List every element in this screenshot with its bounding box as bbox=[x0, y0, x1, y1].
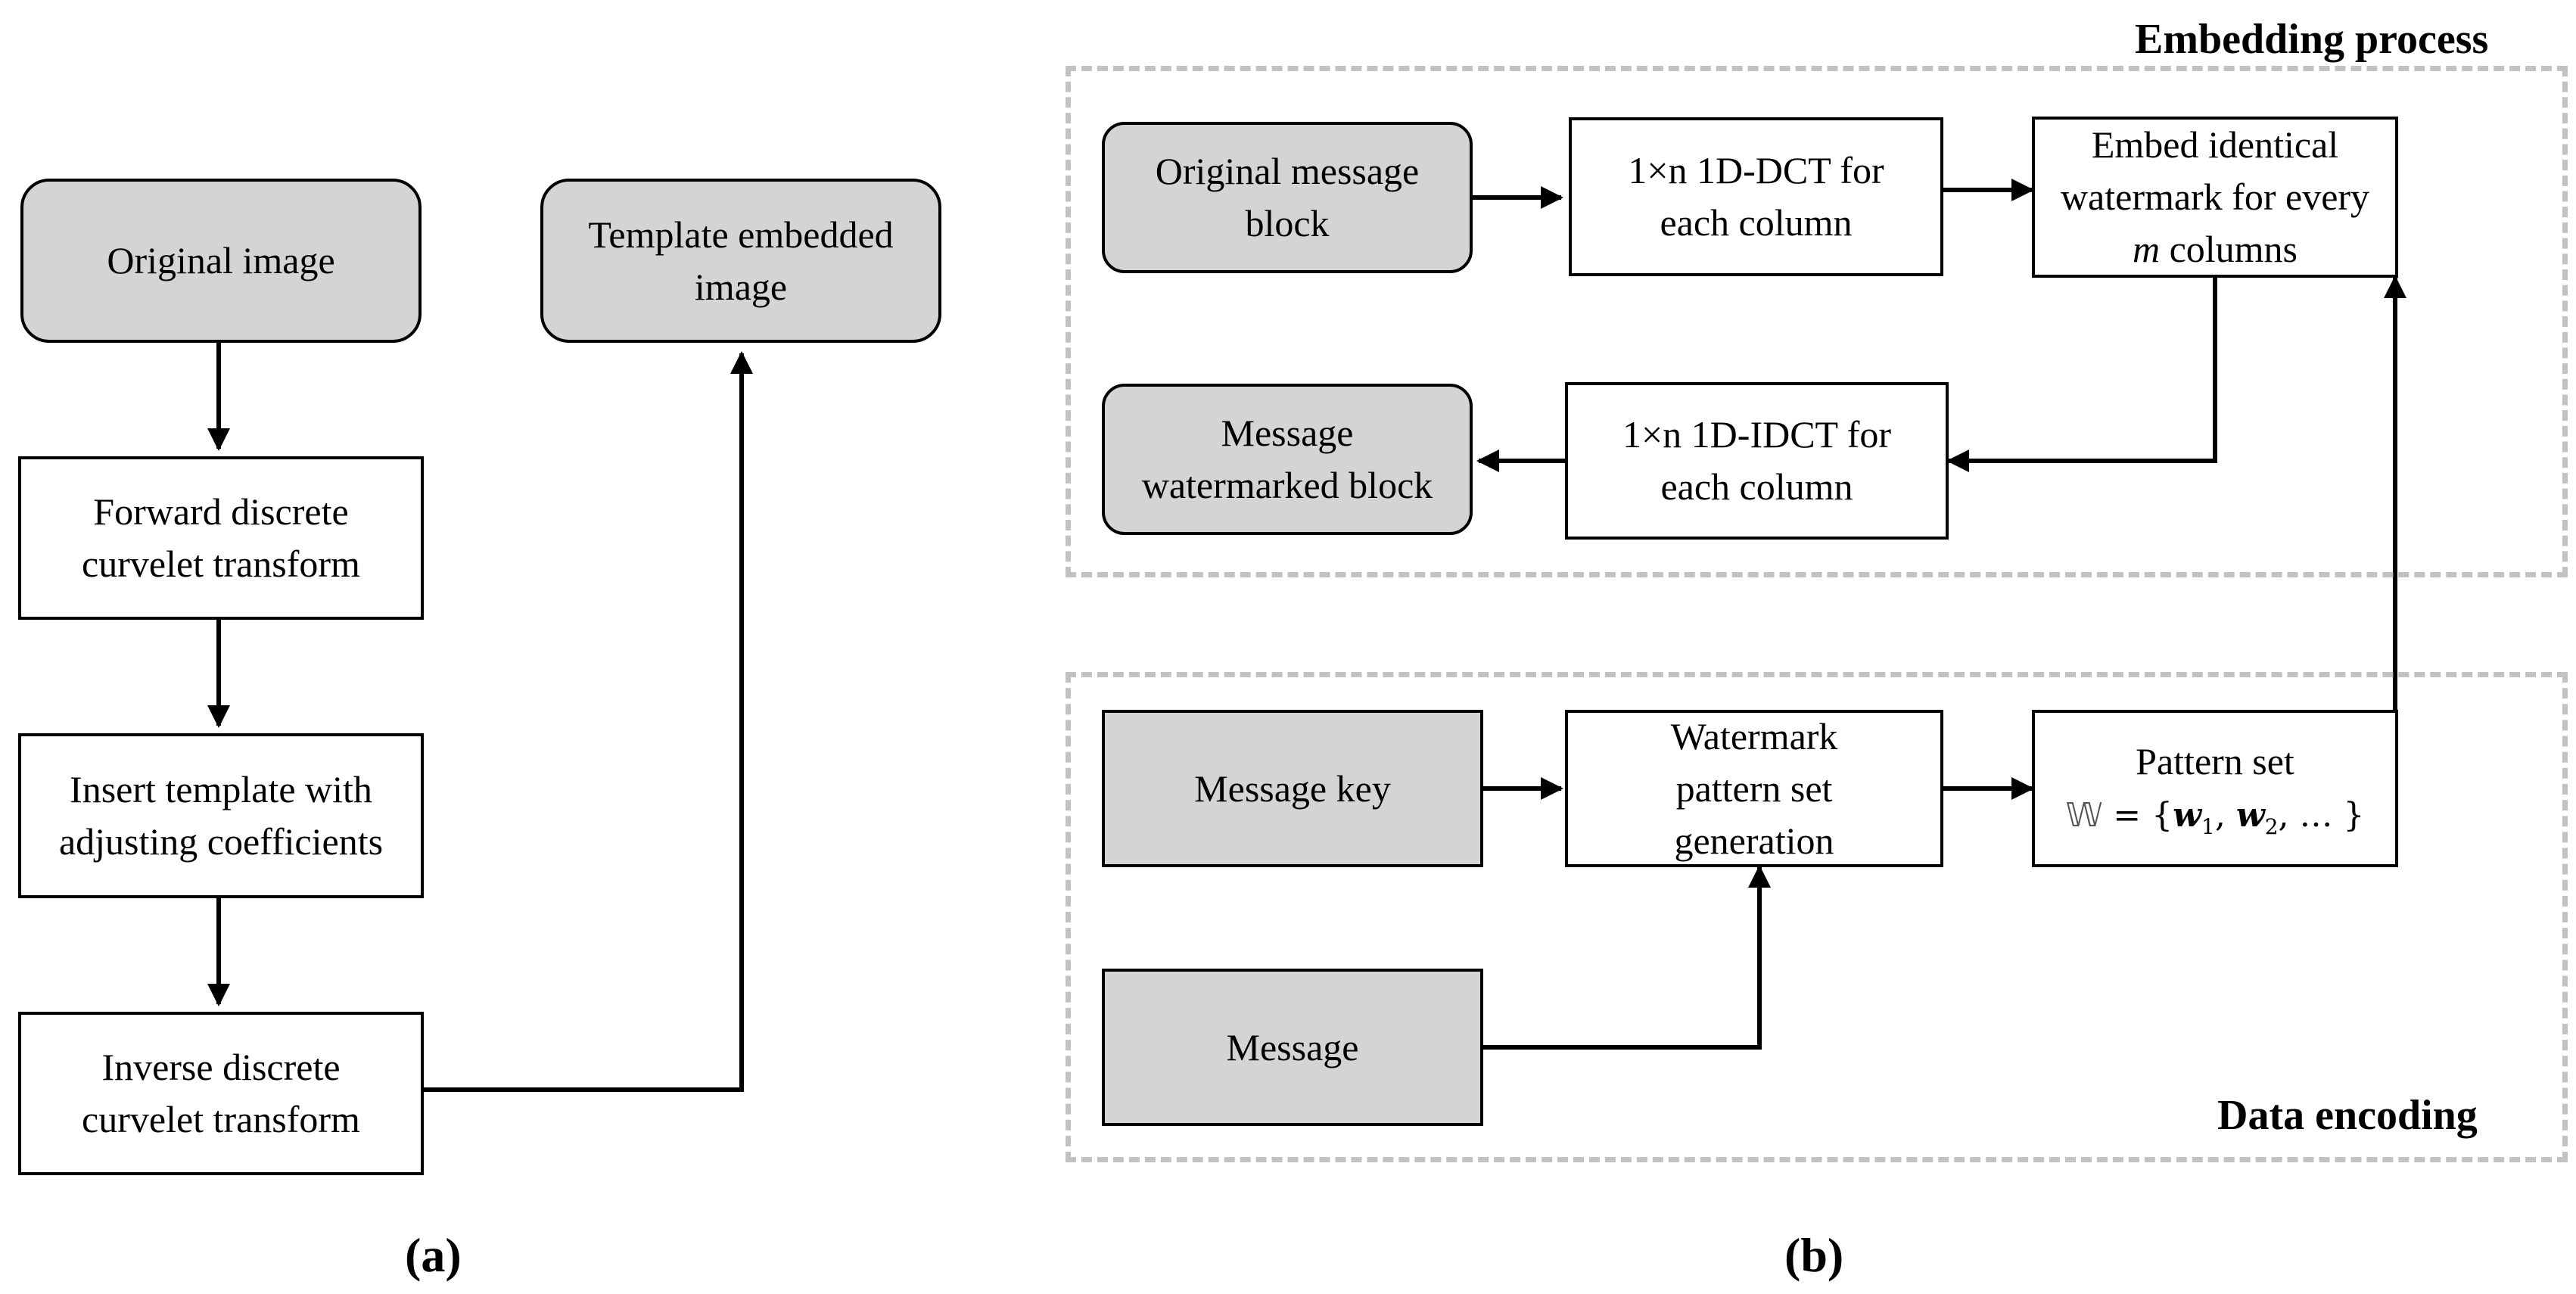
pattern-set-content: Pattern set 𝕎 = {w1, w2, … } bbox=[2066, 736, 2365, 841]
data-encoding-title: Data encoding bbox=[2217, 1092, 2478, 1139]
forward-transform-label: Forward discrete curvelet transform bbox=[82, 490, 360, 585]
pattern-set-label: Pattern set bbox=[2136, 739, 2294, 782]
embedding-process-group bbox=[1066, 66, 2568, 577]
embed-identical-label: Embed identical watermark for every m col… bbox=[2050, 119, 2380, 275]
dct-label: 1×n 1D-DCT for each column bbox=[1628, 149, 1884, 244]
message-node: Message bbox=[1102, 969, 1483, 1126]
pattern-set-equals: = { bbox=[2113, 795, 2173, 835]
message-key-label: Message key bbox=[1194, 767, 1391, 810]
pattern-set-sep: , bbox=[2214, 795, 2226, 835]
pattern-set-w2: w bbox=[2235, 795, 2265, 835]
pattern-set-w1: w bbox=[2173, 795, 2201, 835]
original-image-node: Original image bbox=[20, 179, 422, 343]
message-watermarked-block-node: Message watermarked block bbox=[1102, 384, 1473, 535]
original-image-label: Original image bbox=[107, 239, 335, 282]
pattern-set-symbol: 𝕎 bbox=[2065, 795, 2103, 835]
embed-identical-line1: Embed identical watermark for every bbox=[2060, 123, 2370, 218]
insert-template-node: Insert template with adjusting coefficie… bbox=[18, 733, 424, 898]
dct-node: 1×n 1D-DCT for each column bbox=[1569, 117, 1943, 276]
pattern-set-tail: , … } bbox=[2278, 795, 2365, 835]
embedding-process-title: Embedding process bbox=[2135, 16, 2489, 63]
template-embedded-image-node: Template embedded image bbox=[540, 179, 941, 343]
data-encoding-group bbox=[1066, 672, 2568, 1162]
pattern-set-formula: 𝕎 = {w1, w2, … } bbox=[2065, 795, 2365, 839]
pattern-generation-node: Watermark pattern set generation bbox=[1565, 710, 1943, 867]
pattern-set-w1-sub: 1 bbox=[2201, 813, 2215, 839]
original-message-block-node: Original message block bbox=[1102, 122, 1473, 273]
message-watermarked-block-label: Message watermarked block bbox=[1141, 412, 1433, 506]
pattern-generation-label: Watermark pattern set generation bbox=[1670, 714, 1838, 862]
pattern-set-w2-sub: 2 bbox=[2264, 813, 2279, 839]
arrow-embed-to-idct bbox=[1946, 278, 2217, 472]
arrow-inverse-to-embedded bbox=[424, 351, 753, 1092]
insert-template-label: Insert template with adjusting coefficie… bbox=[58, 768, 384, 863]
pattern-set-node: Pattern set 𝕎 = {w1, w2, … } bbox=[2032, 710, 2398, 867]
inverse-transform-label: Inverse discrete curvelet transform bbox=[82, 1046, 360, 1140]
panel-a-caption: (a) bbox=[405, 1228, 462, 1282]
forward-transform-node: Forward discrete curvelet transform bbox=[18, 456, 424, 620]
message-key-node: Message key bbox=[1102, 710, 1483, 867]
panel-b-caption: (b) bbox=[1784, 1228, 1844, 1282]
template-embedded-image-label: Template embedded image bbox=[588, 213, 894, 308]
original-message-block-label: Original message block bbox=[1155, 150, 1420, 244]
arrow-message-to-generation bbox=[1483, 865, 1771, 1050]
idct-label: 1×n 1D-IDCT for each column bbox=[1622, 413, 1891, 508]
idct-node: 1×n 1D-IDCT for each column bbox=[1565, 382, 1949, 540]
embed-identical-line2: columns bbox=[2169, 228, 2298, 270]
message-label: Message bbox=[1226, 1025, 1359, 1068]
embed-identical-node: Embed identical watermark for every m col… bbox=[2032, 117, 2398, 278]
embed-identical-m: m bbox=[2132, 228, 2161, 270]
inverse-transform-node: Inverse discrete curvelet transform bbox=[18, 1012, 424, 1175]
